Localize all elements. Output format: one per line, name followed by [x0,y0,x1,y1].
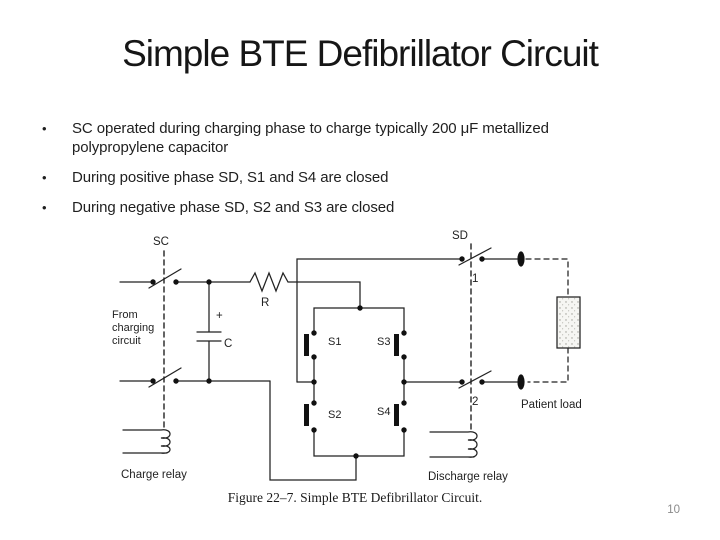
bullet-marker-icon: • [42,200,47,215]
electrode-bottom [517,374,525,390]
label-c: C [224,338,232,350]
bullet-marker-icon: • [42,170,47,185]
bullet-text: SC operated during charging phase to cha… [72,120,549,137]
sc-top-switch [148,268,182,289]
electrode-top [517,251,525,267]
figure-caption: Figure 22–7. Simple BTE Defibrillator Ci… [227,490,483,505]
switch-s2 [304,404,309,426]
bullet-item: • During positive phase SD, S1 and S4 ar… [42,168,672,187]
bullet-list: • SC operated during charging phase to c… [42,119,672,217]
circuit-diagram: SC SD R + C 1 2 S1 S3 S2 S4 From chargin… [112,230,582,483]
label-contact-2: 2 [472,396,478,408]
switch-s1 [304,334,309,356]
label-sc: SC [153,236,169,248]
discharge-section [429,243,518,458]
label-from-charging-3: circuit [112,335,141,347]
label-contact-1: 1 [472,273,478,285]
label-from-charging-2: charging [112,322,154,334]
label-sd: SD [452,230,468,242]
sd-bottom-switch [458,370,492,389]
bullet-text: During positive phase SD, S1 and S4 are … [72,169,389,186]
bullet-marker-icon: • [42,121,47,136]
bullet-item: • During negative phase SD, S2 and S3 ar… [42,198,672,217]
charge-section [119,250,361,481]
bullet-text: polypropylene capacitor [72,139,229,156]
bullet-item: • SC operated during charging phase to c… [42,119,672,138]
paddle-electrodes [517,251,525,390]
label-from-charging-1: From [112,309,138,321]
discharge-relay-coil [429,431,478,458]
label-s4: S4 [377,406,390,418]
patient-load-section [525,258,581,383]
label-plus: + [216,310,223,322]
capacitor [196,281,222,382]
label-charge-relay: Charge relay [121,469,187,481]
slide-title: Simple BTE Defibrillator Circuit [122,33,599,74]
h-bridge-switch-bars [304,305,407,459]
sd-top-switch [458,247,492,266]
sc-bottom-switch [148,367,182,388]
charge-section-dots [150,279,212,384]
resistor [249,271,361,309]
patient-load-resistor [556,296,581,349]
label-s3: S3 [377,336,390,348]
label-s1: S1 [328,336,341,348]
page-number: 10 [667,504,680,516]
label-discharge-relay: Discharge relay [428,471,508,483]
bullet-text: During negative phase SD, S2 and S3 are … [72,199,395,216]
label-s2: S2 [328,409,341,421]
label-patient-load: Patient load [521,399,582,411]
switch-s3 [394,334,399,356]
label-r: R [261,297,269,309]
h-bridge [296,258,463,457]
charge-relay-coil [122,429,171,454]
discharge-section-dots [459,256,485,385]
switch-s4 [394,404,399,426]
